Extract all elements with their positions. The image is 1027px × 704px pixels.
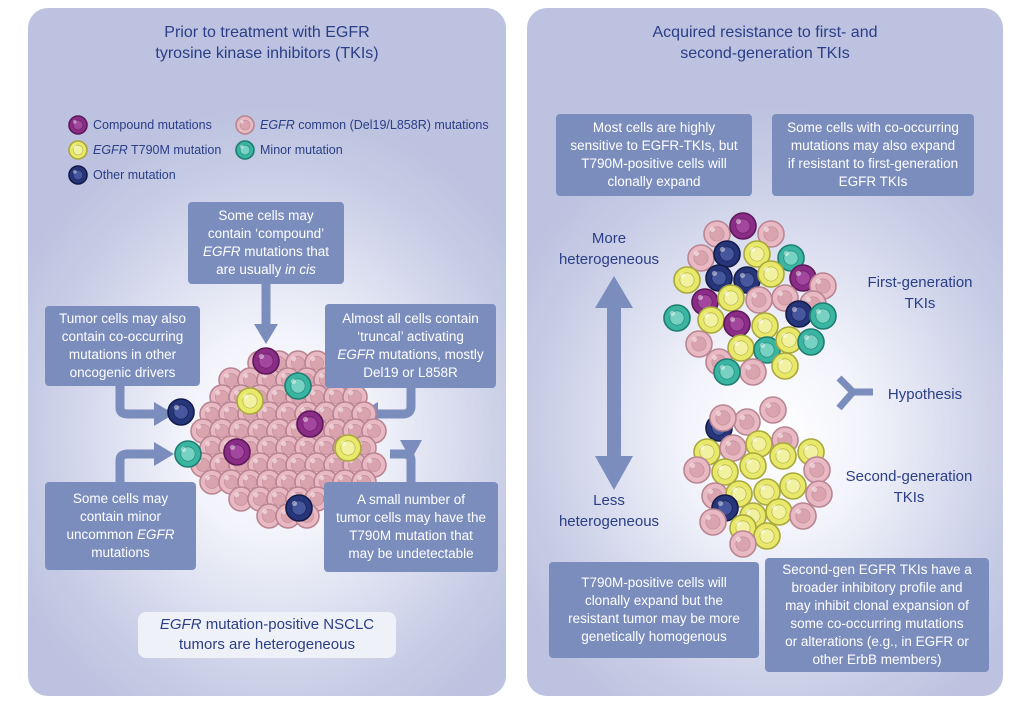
box-t790m-clonal-expand: T790M-positive cells will clonally expan… <box>549 562 759 658</box>
arrow-minor-head <box>154 442 174 466</box>
common-mutation-cell <box>745 286 773 314</box>
common-mutation-cell <box>235 115 255 135</box>
minor-mutation-cell <box>235 140 255 160</box>
left-panel: Prior to treatment with EGFR tyrosine ki… <box>28 8 506 696</box>
t790m-cell <box>751 312 779 340</box>
t790m-cell <box>697 306 725 334</box>
second-gen-tkis-label: Second-generation TKIs <box>845 468 973 506</box>
other-mutation-cell <box>68 165 88 185</box>
right-panel: Acquired resistance to first- and second… <box>527 8 1003 696</box>
common-mutation-cell <box>719 434 747 462</box>
compound-mutation-cell <box>252 347 280 375</box>
box-cooccurring-expand: Some cells with co-occurring mutations m… <box>772 114 974 196</box>
common-mutation-cell <box>256 503 282 529</box>
arrow-compound-head <box>254 324 278 344</box>
t790m-cell <box>743 240 771 268</box>
box-cooccurring-mutations: Tumor cells may also contain co-occurrin… <box>45 306 200 386</box>
left-legend-dots <box>68 115 255 185</box>
common-mutation-cell <box>805 480 833 508</box>
less-heterogeneous-label: Less heterogeneous <box>558 492 660 530</box>
t790m-cell <box>753 522 781 550</box>
legend-t790m: EGFR T790M mutation <box>93 143 222 157</box>
t790m-cell <box>779 472 807 500</box>
right-panel-title: Acquired resistance to first- and second… <box>652 24 878 62</box>
heterogeneity-arrow-shaft <box>607 308 621 456</box>
t790m-cell <box>769 442 797 470</box>
footer-note: EGFR mutation-positive NSCLC tumors are … <box>138 612 396 658</box>
first-gen-tkis-label: First-generation TKIs <box>867 274 973 312</box>
hypothesis-label: Hypothesis <box>887 386 963 403</box>
t790m-cell <box>765 498 793 526</box>
t790m-cell <box>739 452 767 480</box>
compound-mutation-cell <box>68 115 88 135</box>
common-mutation-cell <box>709 404 737 432</box>
t790m-cell <box>68 140 88 160</box>
arrow-truncal <box>376 388 416 419</box>
other-mutation-cell <box>285 494 313 522</box>
minor-mutation-cell <box>284 372 312 400</box>
minor-mutation-cell <box>809 302 837 330</box>
minor-mutation-cell <box>713 358 741 386</box>
common-mutation-cell <box>757 220 785 248</box>
t790m-cell <box>753 478 781 506</box>
arrow-cooccurring <box>115 386 156 419</box>
common-mutation-cell <box>803 456 831 484</box>
arrow-t790m <box>390 449 416 482</box>
common-mutation-cell <box>699 508 727 536</box>
minor-mutation-cell <box>174 440 202 468</box>
arrow-cooccurring-head <box>154 402 174 426</box>
compound-mutation-cell <box>729 212 757 240</box>
minor-mutation-cell <box>777 244 805 272</box>
common-mutation-cell <box>739 358 767 386</box>
t790m-cell <box>727 334 755 362</box>
common-mutation-cell <box>733 408 761 436</box>
t790m-cell <box>745 430 773 458</box>
more-heterogeneous-label: More heterogeneous <box>558 230 660 268</box>
t790m-cell <box>334 434 362 462</box>
box-minor-mutations: Some cells may contain minor uncommon EG… <box>45 482 196 570</box>
common-mutation-cell <box>789 502 817 530</box>
common-mutation-cell <box>683 456 711 484</box>
other-mutation-cell <box>705 264 733 292</box>
legend-other: Other mutation <box>93 168 176 182</box>
legend-common: EGFR common (Del19/L858R) mutations <box>260 118 489 132</box>
common-mutation-cell <box>687 244 715 272</box>
legend-minor: Minor mutation <box>260 143 343 157</box>
heterogeneity-arrow-down <box>595 456 633 490</box>
other-mutation-cell <box>785 300 813 328</box>
other-mutation-cell <box>713 240 741 268</box>
t790m-cell <box>236 387 264 415</box>
common-mutation-cell <box>685 330 713 358</box>
hypothesis-fork-arrow <box>836 375 873 411</box>
t790m-cell <box>757 260 785 288</box>
box-compound-mutations: Some cells may contain ‘compound’ EGFR m… <box>188 202 344 284</box>
legend-compound: Compound mutations <box>93 118 212 132</box>
t790m-cell <box>711 458 739 486</box>
box-truncal-mutations: Almost all cells contain ‘truncal’ activ… <box>325 304 496 388</box>
t790m-cell <box>717 284 745 312</box>
box-t790m-small-number: A small number of tumor cells may have t… <box>324 482 498 572</box>
minor-mutation-cell <box>753 336 781 364</box>
arrow-minor <box>115 449 156 482</box>
minor-mutation-cell <box>797 328 825 356</box>
t790m-cell <box>673 266 701 294</box>
common-mutation-cell <box>228 486 254 512</box>
compound-mutation-cell <box>223 438 251 466</box>
common-mutation-cell <box>759 396 787 424</box>
right-tumor-illustration <box>595 212 873 558</box>
minor-mutation-cell <box>663 304 691 332</box>
common-mutation-cell <box>729 530 757 558</box>
t790m-cell <box>771 352 799 380</box>
other-mutation-cell <box>167 398 195 426</box>
compound-mutation-cell <box>296 410 324 438</box>
box-second-gen-broader: Second-gen EGFR TKIs have a broader inhi… <box>765 558 989 672</box>
compound-mutation-cell <box>723 310 751 338</box>
heterogeneity-arrow-up <box>595 276 633 308</box>
common-mutation-cell <box>703 220 731 248</box>
left-panel-title: Prior to treatment with EGFR tyrosine ki… <box>155 24 379 62</box>
arrow-t790m-head <box>400 440 422 460</box>
box-first-gen-sensitive: Most cells are highly sensitive to EGFR-… <box>556 114 752 196</box>
